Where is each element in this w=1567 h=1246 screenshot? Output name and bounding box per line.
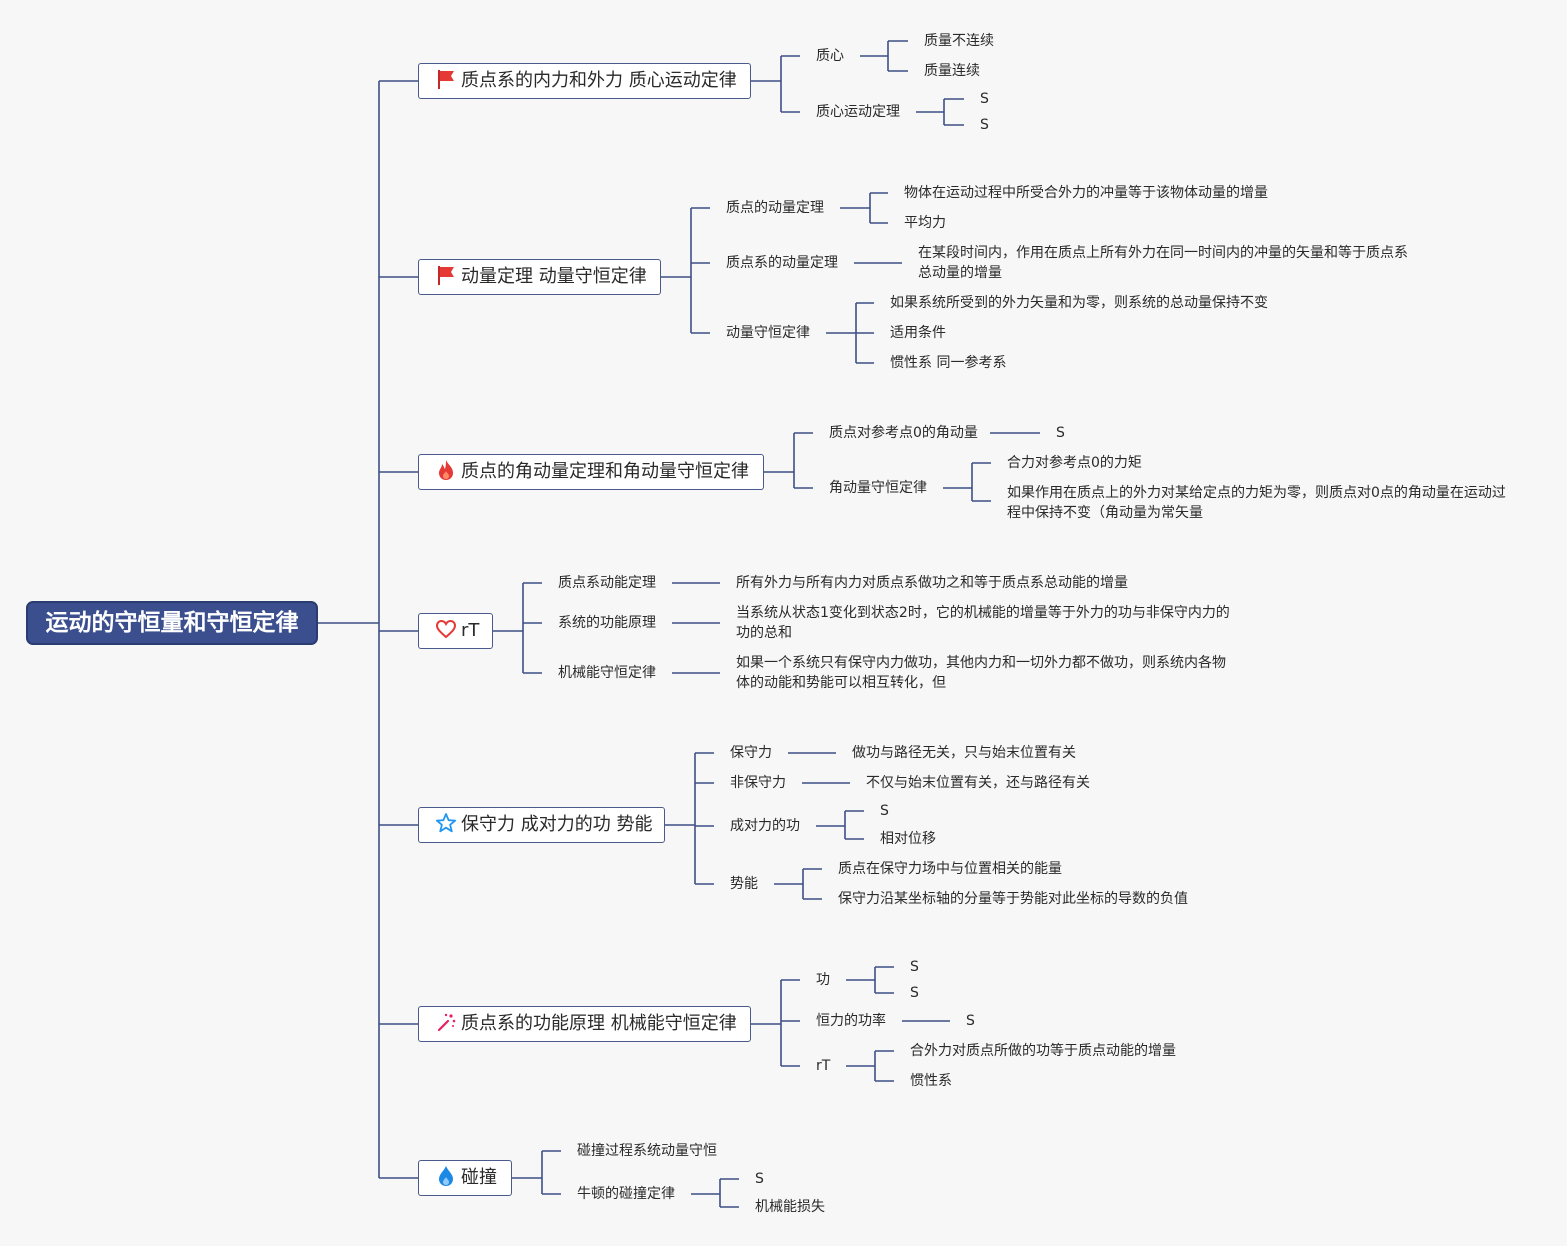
branch-topic[interactable]: 质点系的内力和外力 质心运动定律 <box>418 63 751 99</box>
leaf-topic[interactable]: S <box>966 1013 975 1029</box>
leaf-topic[interactable]: S <box>910 985 919 1001</box>
leaf-topic[interactable]: S <box>980 117 989 133</box>
branch-label: 动量定理 动量守恒定律 <box>461 266 647 287</box>
leaf-topic[interactable]: 惯性系 同一参考系 <box>890 355 1007 371</box>
subtopic[interactable]: 质点系的动量定理 <box>726 255 838 271</box>
leaf-topic[interactable]: 所有外力与所有内力对质点系做功之和等于质点系总动能的增量 <box>736 575 1128 591</box>
leaf-topic[interactable]: 当系统从状态1变化到状态2时，它的机械能的增量等于外力的功与非保守内力的功的总和 <box>736 605 1230 641</box>
leaf-topic[interactable]: 质点在保守力场中与位置相关的能量 <box>838 861 1062 877</box>
branch-topic[interactable]: rT <box>418 613 493 649</box>
branch-label: 保守力 成对力的功 势能 <box>461 814 653 835</box>
leaf-topic[interactable]: 机械能损失 <box>755 1199 825 1215</box>
branch-label: 质点的角动量定理和角动量守恒定律 <box>461 461 749 482</box>
leaf-topic[interactable]: 如果系统所受到的外力矢量和为零，则系统的总动量保持不变 <box>890 295 1268 311</box>
branch-label: 质点系的内力和外力 质心运动定律 <box>461 70 737 91</box>
leaf-topic[interactable]: 在某段时间内，作用在质点上所有外力在同一时间内的冲量的矢量和等于质点系总动量的增… <box>918 245 1408 281</box>
root-topic[interactable]: 运动的守恒量和守恒定律 <box>26 601 318 645</box>
leaf-topic[interactable]: 合力对参考点0的力矩 <box>1007 455 1142 471</box>
leaf-topic[interactable]: 平均力 <box>904 215 946 231</box>
subtopic[interactable]: 系统的功能原理 <box>558 615 656 631</box>
leaf-topic[interactable]: 适用条件 <box>890 325 946 341</box>
star-icon <box>435 812 457 834</box>
subtopic[interactable]: 成对力的功 <box>730 818 800 834</box>
subtopic[interactable]: 质点的动量定理 <box>726 200 824 216</box>
branch-label: rT <box>461 620 480 641</box>
leaf-topic[interactable]: S <box>910 959 919 975</box>
leaf-topic[interactable]: 不仅与始末位置有关，还与路径有关 <box>866 775 1090 791</box>
subtopic[interactable]: 角动量守恒定律 <box>829 480 927 496</box>
subtopic[interactable]: rT <box>816 1058 831 1074</box>
leaf-topic[interactable]: 如果作用在质点上的外力对某给定点的力矩为零，则质点对0点的角动量在运动过程中保持… <box>1007 485 1506 521</box>
leaf-topic[interactable]: S <box>980 91 989 107</box>
subtopic[interactable]: 质点系动能定理 <box>558 575 656 591</box>
heart-icon <box>435 618 457 640</box>
leaf-topic[interactable]: 保守力沿某坐标轴的分量等于势能对此坐标的导数的负值 <box>838 891 1188 907</box>
flag-icon <box>435 68 457 90</box>
subtopic[interactable]: 质心运动定理 <box>816 104 900 120</box>
branch-label: 质点系的功能原理 机械能守恒定律 <box>461 1013 737 1034</box>
leaf-topic[interactable]: 相对位移 <box>880 831 936 847</box>
leaf-topic[interactable]: 如果一个系统只有保守内力做功，其他内力和一切外力都不做功，则系统内各物体的动能和… <box>736 655 1226 691</box>
subtopic[interactable]: 势能 <box>730 876 758 892</box>
magic-wand-icon <box>435 1011 457 1033</box>
branch-topic[interactable]: 保守力 成对力的功 势能 <box>418 807 665 843</box>
flag-icon <box>435 264 457 286</box>
leaf-topic[interactable]: S <box>755 1171 764 1187</box>
subtopic[interactable]: 动量守恒定律 <box>726 325 810 341</box>
leaf-topic[interactable]: S <box>1056 425 1065 441</box>
subtopic[interactable]: 恒力的功率 <box>816 1013 886 1029</box>
subtopic[interactable]: 碰撞过程系统动量守恒 <box>577 1143 717 1159</box>
leaf-topic[interactable]: 质量不连续 <box>924 33 994 49</box>
subtopic[interactable]: 机械能守恒定律 <box>558 665 656 681</box>
leaf-topic[interactable]: 物体在运动过程中所受合外力的冲量等于该物体动量的增量 <box>904 185 1268 201</box>
branch-topic[interactable]: 碰撞 <box>418 1160 512 1196</box>
branch-topic[interactable]: 质点的角动量定理和角动量守恒定律 <box>418 454 764 490</box>
leaf-topic[interactable]: 做功与路径无关，只与始末位置有关 <box>852 745 1076 761</box>
leaf-topic[interactable]: 质量连续 <box>924 63 980 79</box>
subtopic[interactable]: 保守力 <box>730 745 772 761</box>
leaf-topic[interactable]: 惯性系 <box>910 1073 952 1089</box>
branch-topic[interactable]: 质点系的功能原理 机械能守恒定律 <box>418 1006 751 1042</box>
subtopic[interactable]: 非保守力 <box>730 775 786 791</box>
leaf-topic[interactable]: S <box>880 803 889 819</box>
subtopic[interactable]: 功 <box>816 972 830 988</box>
leaf-topic[interactable]: 合外力对质点所做的功等于质点动能的增量 <box>910 1043 1176 1059</box>
water-drop-icon <box>435 1165 457 1187</box>
branch-topic[interactable]: 动量定理 动量守恒定律 <box>418 259 661 295</box>
subtopic[interactable]: 牛顿的碰撞定律 <box>577 1186 675 1202</box>
subtopic[interactable]: 质点对参考点0的角动量 <box>829 425 978 441</box>
subtopic[interactable]: 质心 <box>816 48 844 64</box>
fire-icon <box>435 459 457 481</box>
branch-label: 碰撞 <box>461 1167 497 1188</box>
